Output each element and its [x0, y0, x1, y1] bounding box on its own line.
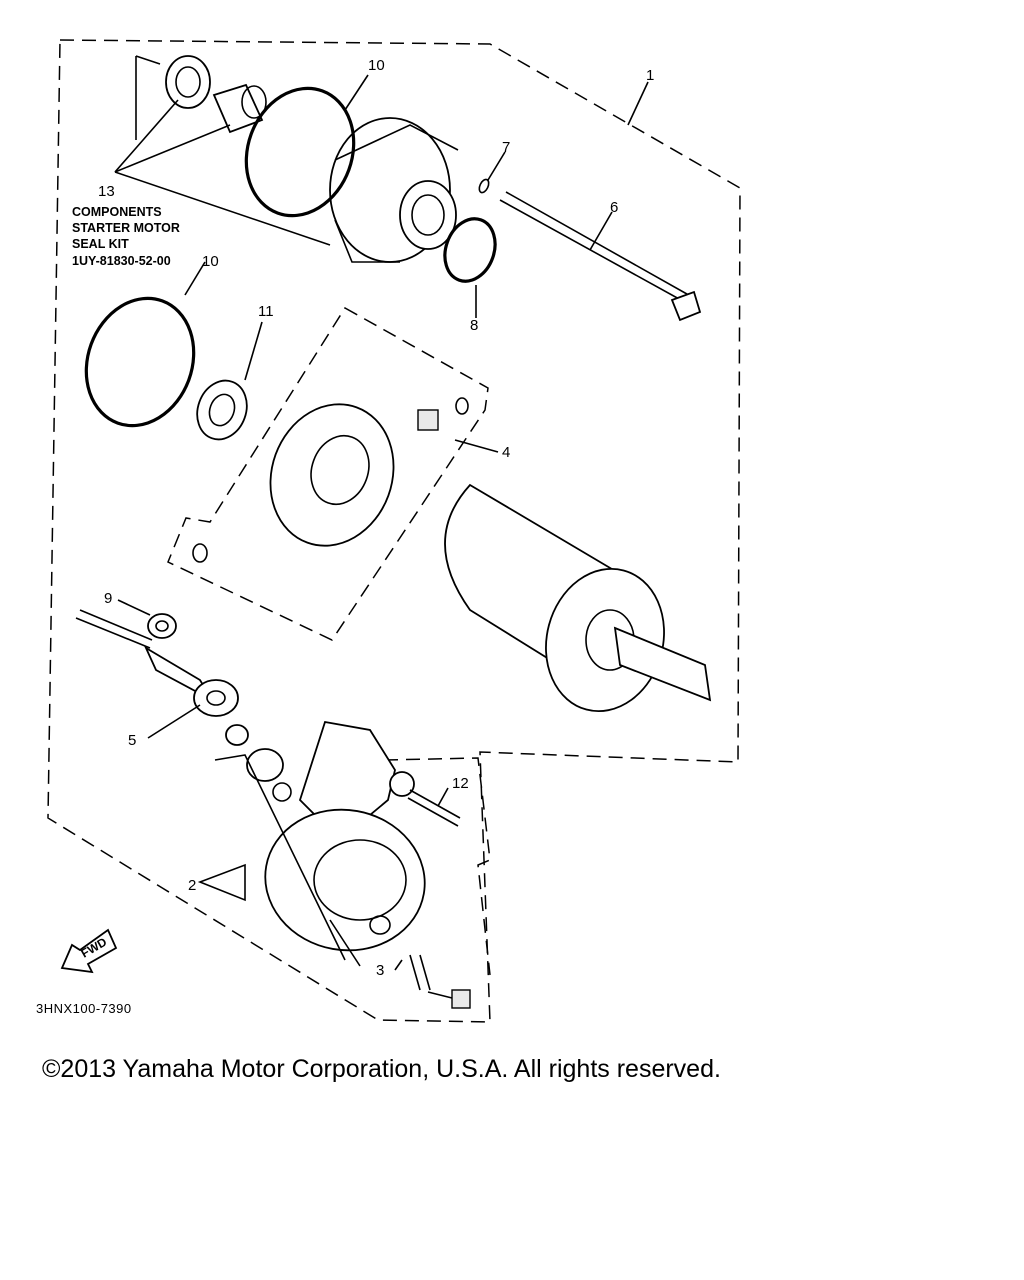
callout-12: 12: [452, 775, 469, 792]
small-o-ring-7: [478, 178, 490, 194]
callout-11: 11: [258, 303, 274, 320]
washer: [196, 379, 248, 441]
bracket-13: [135, 55, 161, 140]
drawing-code: 3HNX100-7390: [36, 1001, 132, 1016]
brush-spring-upper: [455, 397, 469, 415]
assembly-boundary: [47, 39, 741, 1023]
leader-2: [197, 863, 246, 902]
callout-9: 9: [104, 590, 112, 607]
callout-10-lower: 10: [202, 253, 219, 270]
callout-4: 4: [502, 444, 510, 461]
callout-7: 7: [502, 139, 510, 156]
callout-5: 5: [128, 732, 136, 749]
through-bolt: [499, 191, 702, 322]
callout-13: 13: [98, 183, 115, 200]
leader-6: [589, 211, 613, 251]
bracket-2: [214, 754, 346, 961]
brush-lead: [409, 954, 471, 1009]
kit-note-line-4: 1UY-81830-52-00: [72, 254, 171, 268]
kit-note-line-3: SEAL KIT: [72, 237, 129, 251]
seal-washer-2: [246, 748, 284, 782]
seal-washer-1: [225, 724, 249, 746]
callout-1: 1: [646, 67, 654, 84]
o-ring-lower: [84, 296, 196, 428]
leader-9: [117, 599, 151, 616]
callout-10-upper: 10: [368, 57, 385, 74]
o-ring-upper: [244, 86, 356, 218]
terminal-cable: [75, 609, 239, 717]
motor-yoke: [444, 483, 712, 713]
leader-13b: [114, 124, 231, 173]
callout-8: 8: [470, 317, 478, 334]
leader-11: [244, 321, 263, 381]
brush-plate: [269, 403, 395, 547]
leader-3: [329, 919, 403, 971]
terminal-boundary: [383, 757, 491, 976]
oil-seal: [165, 55, 211, 109]
leader-5: [147, 704, 201, 739]
brush: [417, 409, 439, 431]
brush-spring-lower: [192, 543, 208, 563]
terminal-bolt: [389, 771, 461, 827]
kit-note-line-2: STARTER MOTOR: [72, 221, 180, 235]
callout-3: 3: [376, 962, 384, 979]
leader-13c: [114, 171, 331, 246]
bearing: [212, 83, 267, 134]
kit-note-line-1: COMPONENTS: [72, 205, 162, 219]
copyright-notice: ©2013 Yamaha Motor Corporation, U.S.A. A…: [42, 1055, 721, 1083]
leader-1: [627, 81, 649, 126]
fwd-arrow: FWD: [60, 928, 118, 974]
leader-12: [437, 787, 449, 807]
leader-10-upper: [344, 74, 369, 111]
leader-7: [487, 151, 506, 181]
seal-o-ring: [272, 782, 292, 802]
callout-6: 6: [610, 199, 618, 216]
leader-10-lower: [184, 261, 206, 296]
rear-cover: [264, 720, 426, 952]
o-ring-small: [443, 217, 497, 283]
leader-13a: [114, 99, 179, 173]
starter-motor-exploded-diagram: 1 2 3 4 5 6 7 8 9 10 10 11 12 13 COMPONE…: [36, 39, 741, 1023]
brush-set-boundary: [167, 306, 489, 641]
nut: [147, 613, 177, 639]
leader-4: [454, 439, 499, 453]
front-cover: [329, 117, 459, 263]
callout-2: 2: [188, 877, 196, 894]
